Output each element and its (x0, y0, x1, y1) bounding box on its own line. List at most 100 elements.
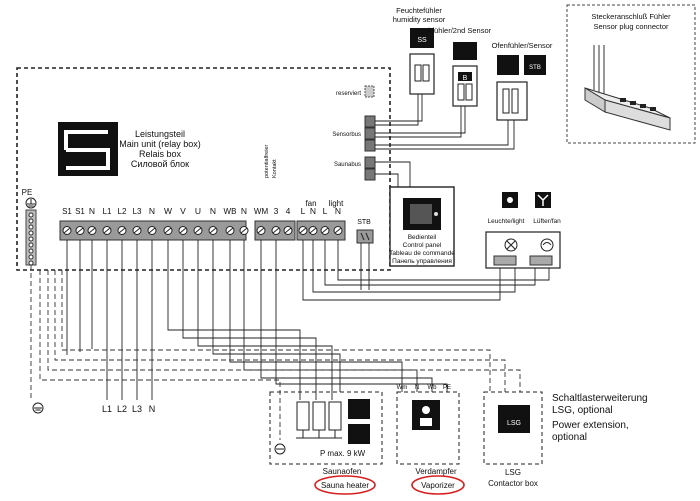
light-group-label: light (329, 199, 344, 208)
humidity-sensor-label-en: humidity sensor (393, 15, 446, 24)
pe-dot (28, 248, 34, 254)
relay-box-label-de: Leistungsteil (135, 129, 185, 139)
heater-power: P max. 9 kW (320, 449, 366, 458)
supply-label: L3 (132, 404, 142, 414)
terminal-screw (147, 226, 157, 235)
sensorbus-port-3 (364, 139, 376, 152)
terminal-label: N (241, 206, 247, 216)
terminal-screw (256, 226, 266, 235)
terminal-screw (225, 226, 235, 235)
heater-label-de: Saunaofen (323, 467, 362, 476)
svg-text:B: B (463, 75, 468, 82)
heater-icon-1 (348, 399, 370, 419)
supply-label: L2 (117, 404, 127, 414)
terminal-label: N (149, 206, 155, 216)
terminal-screw (132, 226, 142, 235)
light-label: Leuchte/light (488, 218, 525, 225)
humidity-sensor-icon (410, 28, 434, 48)
control-panel-label-fr: Tableau de commande (389, 250, 455, 257)
lsg-ext-de-2: LSG, optional (552, 405, 613, 416)
pe-dot (28, 212, 34, 218)
vaporizer-pin-label: Wm (397, 385, 408, 391)
lsg-icon (498, 405, 530, 433)
humidity-sensor (409, 53, 435, 95)
oven-sensor-icon-1 (497, 55, 519, 75)
reserved-port (364, 85, 375, 98)
pe-dot (28, 260, 34, 266)
terminal-label: WB (224, 207, 237, 216)
terminal-label: 3 (274, 206, 279, 216)
terminal-screw (102, 226, 112, 235)
terminal-screw (193, 226, 203, 235)
relay-box-logo (58, 122, 118, 176)
pe-dot (28, 224, 34, 230)
terminal-screw (163, 226, 173, 235)
oven-sensor-label: Ofenfühler/Sensor (492, 41, 553, 50)
terminal-screw (178, 226, 188, 235)
lsg-box (483, 391, 543, 465)
terminal-label: S1 (75, 207, 85, 216)
sensorbus-port-1 (364, 115, 376, 128)
terminal-label: N (210, 206, 216, 216)
light-lamp-symbol (504, 238, 518, 252)
terminal-label: L (323, 206, 328, 216)
terminal-screw (62, 226, 72, 235)
heater-highlight (314, 475, 376, 495)
terminal-screw (271, 226, 281, 235)
terminal-label: N (310, 206, 316, 216)
terminal-label: L1 (103, 207, 112, 216)
control-panel-label-en: Control panel (403, 242, 442, 249)
svg-text:SS: SS (417, 37, 427, 44)
sensor-plug-label-en: Sensor plug connector (593, 22, 669, 31)
terminal-label: 4 (286, 206, 291, 216)
ground-symbol (32, 402, 44, 414)
fan-group-label: fan (305, 199, 316, 208)
relay-box-label-en1: Main unit (relay box) (119, 139, 201, 149)
terminal-label: W (164, 206, 172, 216)
reserved-label: reserviert (336, 91, 361, 97)
terminal-screw (75, 226, 85, 235)
heater-label-en: Sauna heater (321, 481, 369, 490)
vaporizer-pin-label: PE (443, 385, 451, 391)
sensor-plug-drawing (584, 45, 671, 131)
control-panel-label-ru: Панель управления (392, 258, 452, 265)
vaporizer-pin-label: Wb (428, 385, 438, 391)
terminal-screw (87, 226, 97, 235)
humidity-sensor-label-de: Feuchtefühler (396, 6, 442, 15)
terminal-screw (333, 226, 343, 235)
terminal-label: L2 (118, 207, 127, 216)
heating-elements (296, 401, 342, 439)
lsg-ext-en-1: Power extension, (552, 420, 629, 431)
terminal-label: U (195, 206, 201, 216)
svg-text:STB: STB (529, 65, 541, 71)
lsg-ext-de-1: Schaltlasterweiterung (552, 393, 648, 404)
pe-dot (28, 218, 34, 224)
sensor-plug-label-de: Steckeranschluß Fühler (591, 12, 671, 21)
stb-terminal (356, 229, 374, 244)
pe-dot (28, 230, 34, 236)
terminal-label: S1 (62, 207, 72, 216)
pe-dot (28, 254, 34, 260)
sensorbus-port-2 (364, 127, 376, 140)
vaporizer-label-en: Vaporizer (421, 481, 455, 490)
terminal-screw (298, 226, 308, 235)
vaporizer-box (396, 391, 460, 465)
terminal-screw (117, 226, 127, 235)
control-panel-label-de: Bedienteil (408, 234, 437, 241)
supply-label: L1 (102, 404, 112, 414)
terminal-label: L (301, 206, 306, 216)
relay-box-label-en2: Relais box (139, 149, 182, 159)
terminal-screw (308, 226, 318, 235)
fan-label: Lüfter/fan (533, 218, 561, 225)
fan-motor-symbol (540, 238, 554, 252)
lsg-name: LSG (505, 468, 521, 477)
saunabus-label: Saunabus (334, 162, 361, 168)
terminal-label: WM (254, 207, 269, 216)
sensor-plug-box (566, 4, 696, 144)
terminal-screw (283, 226, 293, 235)
dashed-wires (30, 265, 521, 440)
vaporizer-label-de: Verdampfer (415, 467, 457, 476)
